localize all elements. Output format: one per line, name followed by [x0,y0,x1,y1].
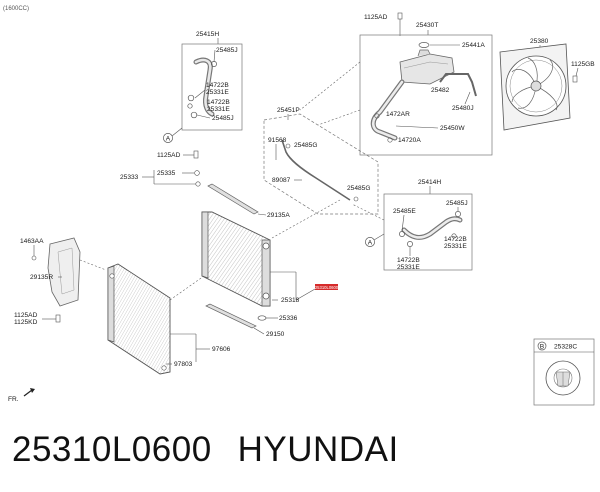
label-25485E: 25485E [393,208,416,215]
label-29150: 29150 [266,331,285,338]
label-29135A: 29135A [267,212,290,219]
label-1125AD-low: 1125AD [14,312,38,319]
label-25485G-1: 25485G [294,142,317,149]
label-14722B-upper-2: 14722B [207,99,230,106]
highlight-callout [315,284,338,290]
label-25336: 25336 [279,315,298,322]
radiator-group: 29135A 25318 25310L0600 25336 29150 [201,183,341,338]
label-1125KD: 1125KD [14,319,38,326]
label-25331E-upper-2: 25331E [207,106,230,113]
label-25485G-2: 25485G [347,185,370,192]
label-29135R: 29135R [30,274,53,281]
marker-a-upper: A [166,136,171,143]
label-14722B-upper: 14722B [206,82,229,89]
fan-shroud-group: 25380 1125GB [499,38,595,131]
label-1125GB: 1125GB [571,61,595,68]
label-1463AA: 1463AA [20,238,44,245]
marker-b: B [540,343,545,350]
label-1472AR: 1472AR [386,111,410,118]
label-25441A: 25441A [462,42,485,49]
upper-hose-group: 25415H 25485J 14722B 25331E 14722B 25331… [163,31,243,143]
label-25415H: 25415H [196,31,219,38]
label-1125AD-top: 1125AD [364,14,388,21]
drain-plug-group: 1125AD 25335 25333 [120,150,201,187]
label-25485J-upper-2: 25485J [212,115,234,122]
highlight-callout-label: 25310L0600 [315,285,339,290]
label-25485J-lower: 25485J [446,200,468,207]
label-25451P: 25451P [277,107,300,114]
label-25482: 25482 [431,87,450,94]
label-14720A: 14720A [398,137,421,144]
label-25331E-lower-2: 25331E [397,264,420,271]
reservoir-group: 1125AD 25430T 25441A 25482 25480J 1472AR… [299,12,493,156]
label-25450W: 25450W [440,125,465,132]
label-89087: 89087 [272,177,291,184]
label-25328C: 25328C [554,344,577,351]
label-25430T: 25430T [416,22,438,29]
caption-brand: HYUNDAI [237,430,399,469]
label-14722B-lower-2: 14722B [397,257,420,264]
label-91568: 91568 [268,137,287,144]
lower-hose-group: 25414H 25485E 25485J 14722B 25331E 14722… [351,179,473,271]
label-97606: 97606 [212,346,231,353]
label-25335: 25335 [157,170,176,177]
label-14722B-lower: 14722B [444,236,467,243]
label-25485J-upper: 25485J [216,47,238,54]
label-25318: 25318 [281,297,300,304]
label-25480J: 25480J [452,105,474,112]
marker-a-lower: A [368,240,373,247]
caption-part-number: 25310L0600 [12,430,212,469]
label-1125AD-mid: 1125AD [157,152,181,159]
engine-spec-label: (1600CC) [3,6,29,12]
detail-b-box: B 25328C [533,338,595,406]
label-25331E-upper: 25331E [206,89,229,96]
arrow-icon [30,388,35,393]
label-25380: 25380 [530,38,549,45]
front-label: FR. [8,396,19,403]
condenser-group: 1463AA 29135R 1125AD 1125KD 97606 97803 [14,237,231,375]
bypass-hose-group: 25451P 91568 25485G 89087 25485G [263,107,379,215]
label-25414H: 25414H [418,179,441,186]
part-caption: 25310L0600 HYUNDAI [12,430,399,470]
parts-diagram: (1600CC) 25415H 25485J 14722B 25331E 147… [3,6,595,406]
front-direction-indicator: FR. [8,388,35,403]
label-97803: 97803 [174,361,193,368]
label-25333: 25333 [120,174,139,181]
label-25331E-lower: 25331E [444,243,467,250]
